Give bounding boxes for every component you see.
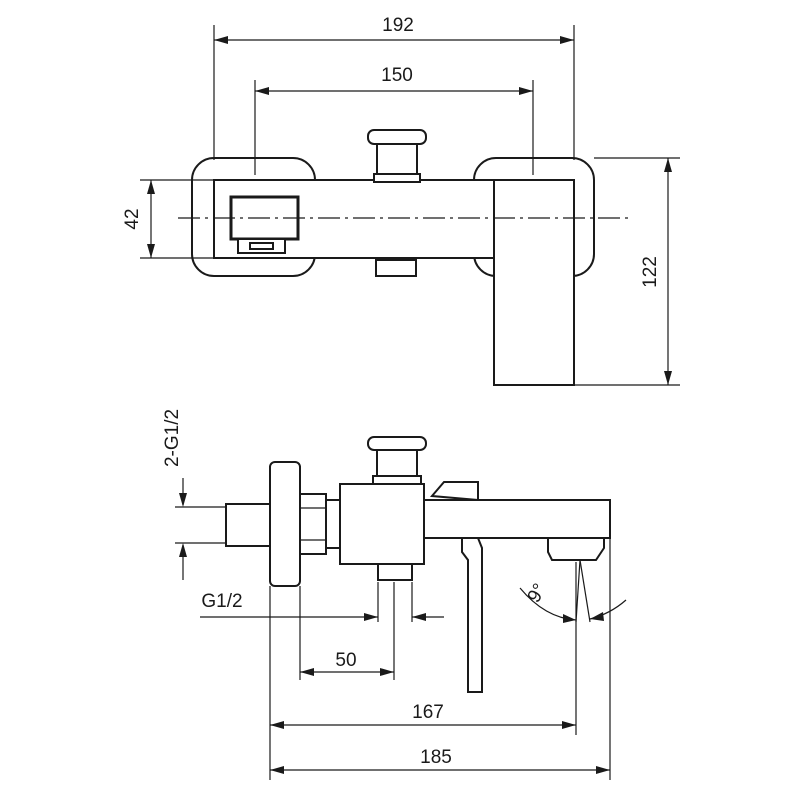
arrow-head — [270, 766, 284, 774]
arrow-head — [664, 371, 672, 385]
arrow-head — [300, 668, 314, 676]
dimension-label-185: 185 — [420, 747, 452, 768]
arrow-head — [412, 613, 426, 621]
angle-line — [579, 559, 591, 623]
lever-handle-side — [461, 537, 483, 693]
arrow-head — [519, 87, 533, 95]
arrow-head — [179, 493, 187, 507]
diverter-knob-base-side — [372, 475, 422, 485]
spout-aerator — [547, 537, 605, 561]
side-view: 2-G1/2 G1/2 — [162, 409, 627, 780]
dimension-label-50: 50 — [335, 650, 356, 671]
arrow-head — [560, 36, 574, 44]
dimension-label-167: 167 — [412, 702, 444, 723]
dimension-label-192: 192 — [382, 15, 414, 36]
arrow-head — [596, 766, 610, 774]
angle-reference-line — [575, 559, 581, 623]
spout — [423, 499, 611, 539]
diverter-knob-cap — [367, 129, 427, 145]
thread-label-inlet: 2-G1/2 — [162, 409, 183, 467]
threaded-connector — [299, 493, 327, 555]
arrow-head — [255, 87, 269, 95]
left-connector-nut — [237, 238, 286, 254]
arrow-head — [664, 158, 672, 172]
diverter-knob-stem — [376, 143, 418, 175]
arrow-head — [380, 668, 394, 676]
outlet-nub — [375, 259, 417, 277]
dimension-label-42: 42 — [122, 208, 143, 229]
diverter-knob-base — [373, 173, 421, 183]
arrow-head — [147, 180, 155, 194]
mixer-body-side — [339, 483, 425, 565]
top-view: 192 150 42 — [122, 15, 680, 386]
dimension-label-150: 150 — [381, 65, 413, 86]
side-wall-flange — [269, 461, 301, 587]
lever-tab — [429, 481, 479, 502]
thread-label-outlet: G1/2 — [201, 591, 242, 612]
dimension-label-122: 122 — [640, 256, 661, 288]
arrow-head — [270, 721, 284, 729]
arrow-head — [562, 721, 576, 729]
arrow-head — [563, 614, 576, 623]
arrow-head — [590, 612, 604, 621]
inlet-pipe — [225, 503, 271, 547]
bottom-outlet-nub — [377, 563, 413, 581]
connector-collar — [325, 499, 341, 549]
diverter-knob-stem-side — [376, 449, 418, 477]
arrow-head — [364, 613, 378, 621]
angle-label: 9° — [524, 580, 551, 606]
lever-handle — [493, 179, 575, 386]
arrow-head — [147, 244, 155, 258]
diverter-knob-cap-side — [367, 436, 427, 451]
left-connector-detail — [249, 242, 274, 250]
arrow-head — [214, 36, 228, 44]
arrow-head — [179, 543, 187, 557]
